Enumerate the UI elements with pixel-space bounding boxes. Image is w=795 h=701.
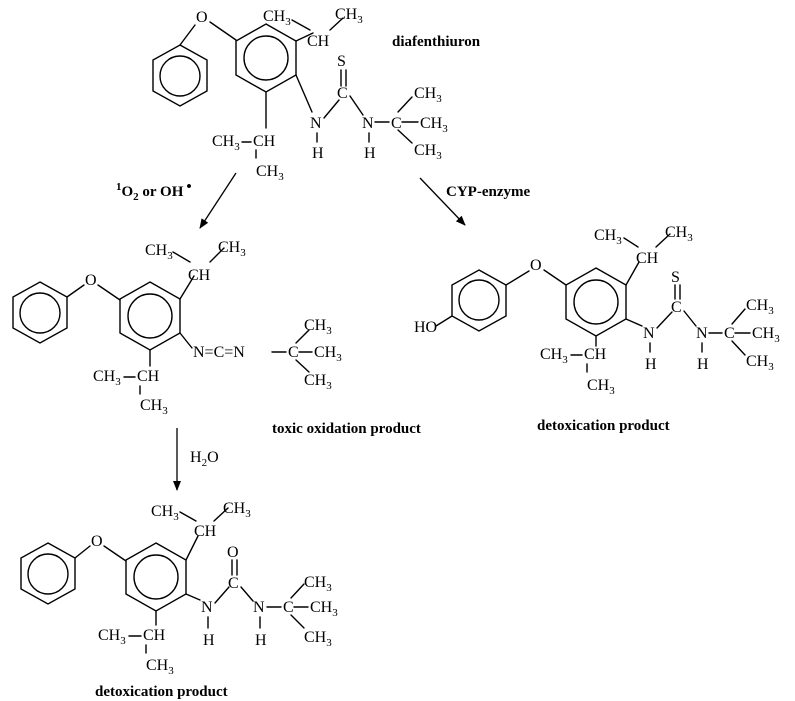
hydrogen-atom: H — [364, 145, 376, 162]
aromatic-circle — [19, 292, 61, 334]
methyl-group: CH3 — [140, 397, 168, 417]
ch-group: CH — [188, 267, 211, 284]
nitrogen-atom: N — [253, 599, 265, 616]
methyl-group: CH3 — [587, 377, 615, 397]
methyl-group: CH3 — [218, 239, 246, 259]
methyl-group: CH3 — [665, 224, 693, 244]
methyl-group: CH3 — [746, 297, 774, 317]
aromatic-circle — [458, 279, 500, 321]
hydrogen-atom: H — [697, 356, 709, 373]
compound-name-diafenthiuron: diafenthiuron — [392, 34, 481, 50]
reagent-singlet-oxygen-or-oh: 1O2 or OH• — [116, 179, 192, 203]
methyl-group: CH3 — [746, 353, 774, 373]
carbon-atom: C — [337, 85, 348, 102]
methyl-group: CH3 — [93, 368, 121, 388]
methyl-group: CH3 — [145, 242, 173, 262]
phenyl-ring — [152, 44, 208, 107]
methyl-group: CH3 — [414, 142, 442, 162]
reagent-water: H2O — [190, 449, 219, 469]
methyl-group: CH3 — [752, 325, 780, 345]
reagent-cyp-enzyme: CYP-enzyme — [446, 184, 530, 200]
nitrogen-atom: N — [310, 115, 322, 132]
carbon-atom: C — [228, 575, 239, 592]
molecule-urea-detox: O CH CH3 CH3 CH CH3 CH3 N H C O N H C — [20, 500, 338, 700]
methyl-group: CH3 — [304, 629, 332, 649]
carbon-atom: C — [391, 115, 402, 132]
oxygen-atom: O — [196, 9, 208, 26]
methyl-group: CH3 — [146, 657, 174, 677]
ch-group: CH — [137, 368, 160, 385]
methyl-group: CH3 — [223, 500, 251, 520]
phenyl-ring — [12, 281, 68, 344]
carbon-atom: C — [288, 344, 299, 361]
methyl-group: CH3 — [212, 133, 240, 153]
methyl-group: CH3 — [414, 85, 442, 105]
benzene-ring — [565, 267, 627, 337]
hydroxyl-group: HO — [414, 319, 437, 336]
methyl-group: CH3 — [304, 317, 332, 337]
methyl-group: CH3 — [420, 115, 448, 135]
hydrogen-atom: H — [312, 145, 324, 162]
aromatic-circle — [27, 553, 69, 595]
nitrogen-atom: N — [362, 115, 374, 132]
ch-group: CH — [253, 133, 276, 150]
oxygen-atom: O — [91, 533, 103, 550]
phenyl-ring — [20, 542, 76, 605]
ch-group: CH — [307, 33, 330, 50]
methyl-group: CH3 — [304, 372, 332, 392]
aromatic-circle — [573, 279, 619, 325]
compound-label-detox-right: detoxication product — [537, 418, 670, 434]
ch-group: CH — [584, 346, 607, 363]
nitrogen-atom: N — [201, 599, 213, 616]
reaction-arrow-cyp — [419, 177, 466, 226]
molecule-toxic-carbodiimide: O CH CH3 CH3 CH CH3 CH3 N=C=N C CH3 CH3 … — [12, 239, 421, 437]
benzene-ring — [235, 23, 297, 93]
ch-group: CH — [636, 250, 659, 267]
aromatic-circle — [133, 554, 179, 600]
methyl-group: CH3 — [151, 503, 179, 523]
hydrogen-atom: H — [645, 356, 657, 373]
methyl-group: CH3 — [256, 163, 284, 183]
oxygen-atom: O — [530, 257, 542, 274]
benzene-ring — [125, 542, 187, 612]
sulfur-atom: S — [671, 269, 680, 286]
methyl-group: CH3 — [594, 227, 622, 247]
ch-group: CH — [143, 627, 166, 644]
compound-label-detox-bottom: detoxication product — [95, 684, 228, 700]
molecule-diafenthiuron: O CH CH3 CH3 CH CH3 CH3 N H C S N H C — [152, 6, 481, 183]
methyl-group: CH3 — [310, 599, 338, 619]
compound-label-toxic: toxic oxidation product — [272, 421, 421, 437]
carbon-atom: C — [283, 599, 294, 616]
carbon-atom: C — [724, 325, 735, 342]
aromatic-circle — [127, 293, 173, 339]
carbodiimide-group: N=C=N — [193, 344, 245, 361]
nitrogen-atom: N — [643, 325, 655, 342]
methyl-group: CH3 — [314, 344, 342, 364]
reaction-arrow-oxidation — [199, 172, 237, 229]
methyl-group: CH3 — [304, 574, 332, 594]
methyl-group: CH3 — [98, 627, 126, 647]
carbon-atom: C — [671, 299, 682, 316]
hydrogen-atom: H — [255, 632, 267, 649]
oxygen-atom: O — [85, 272, 97, 289]
hydrogen-atom: H — [203, 632, 215, 649]
molecule-hydroxy-detox: HO O CH CH3 CH3 CH CH3 CH3 N H C S N H — [414, 224, 780, 434]
methyl-group: CH3 — [335, 6, 363, 26]
sulfur-atom: S — [337, 53, 346, 70]
ch-group: CH — [194, 523, 217, 540]
phenol-ring — [451, 269, 507, 332]
nitrogen-atom: N — [696, 325, 708, 342]
oxygen-atom: O — [227, 544, 239, 561]
aromatic-circle — [159, 55, 201, 97]
methyl-group: CH3 — [263, 8, 291, 28]
methyl-group: CH3 — [540, 346, 568, 366]
benzene-ring — [119, 281, 181, 351]
aromatic-circle — [243, 35, 289, 81]
